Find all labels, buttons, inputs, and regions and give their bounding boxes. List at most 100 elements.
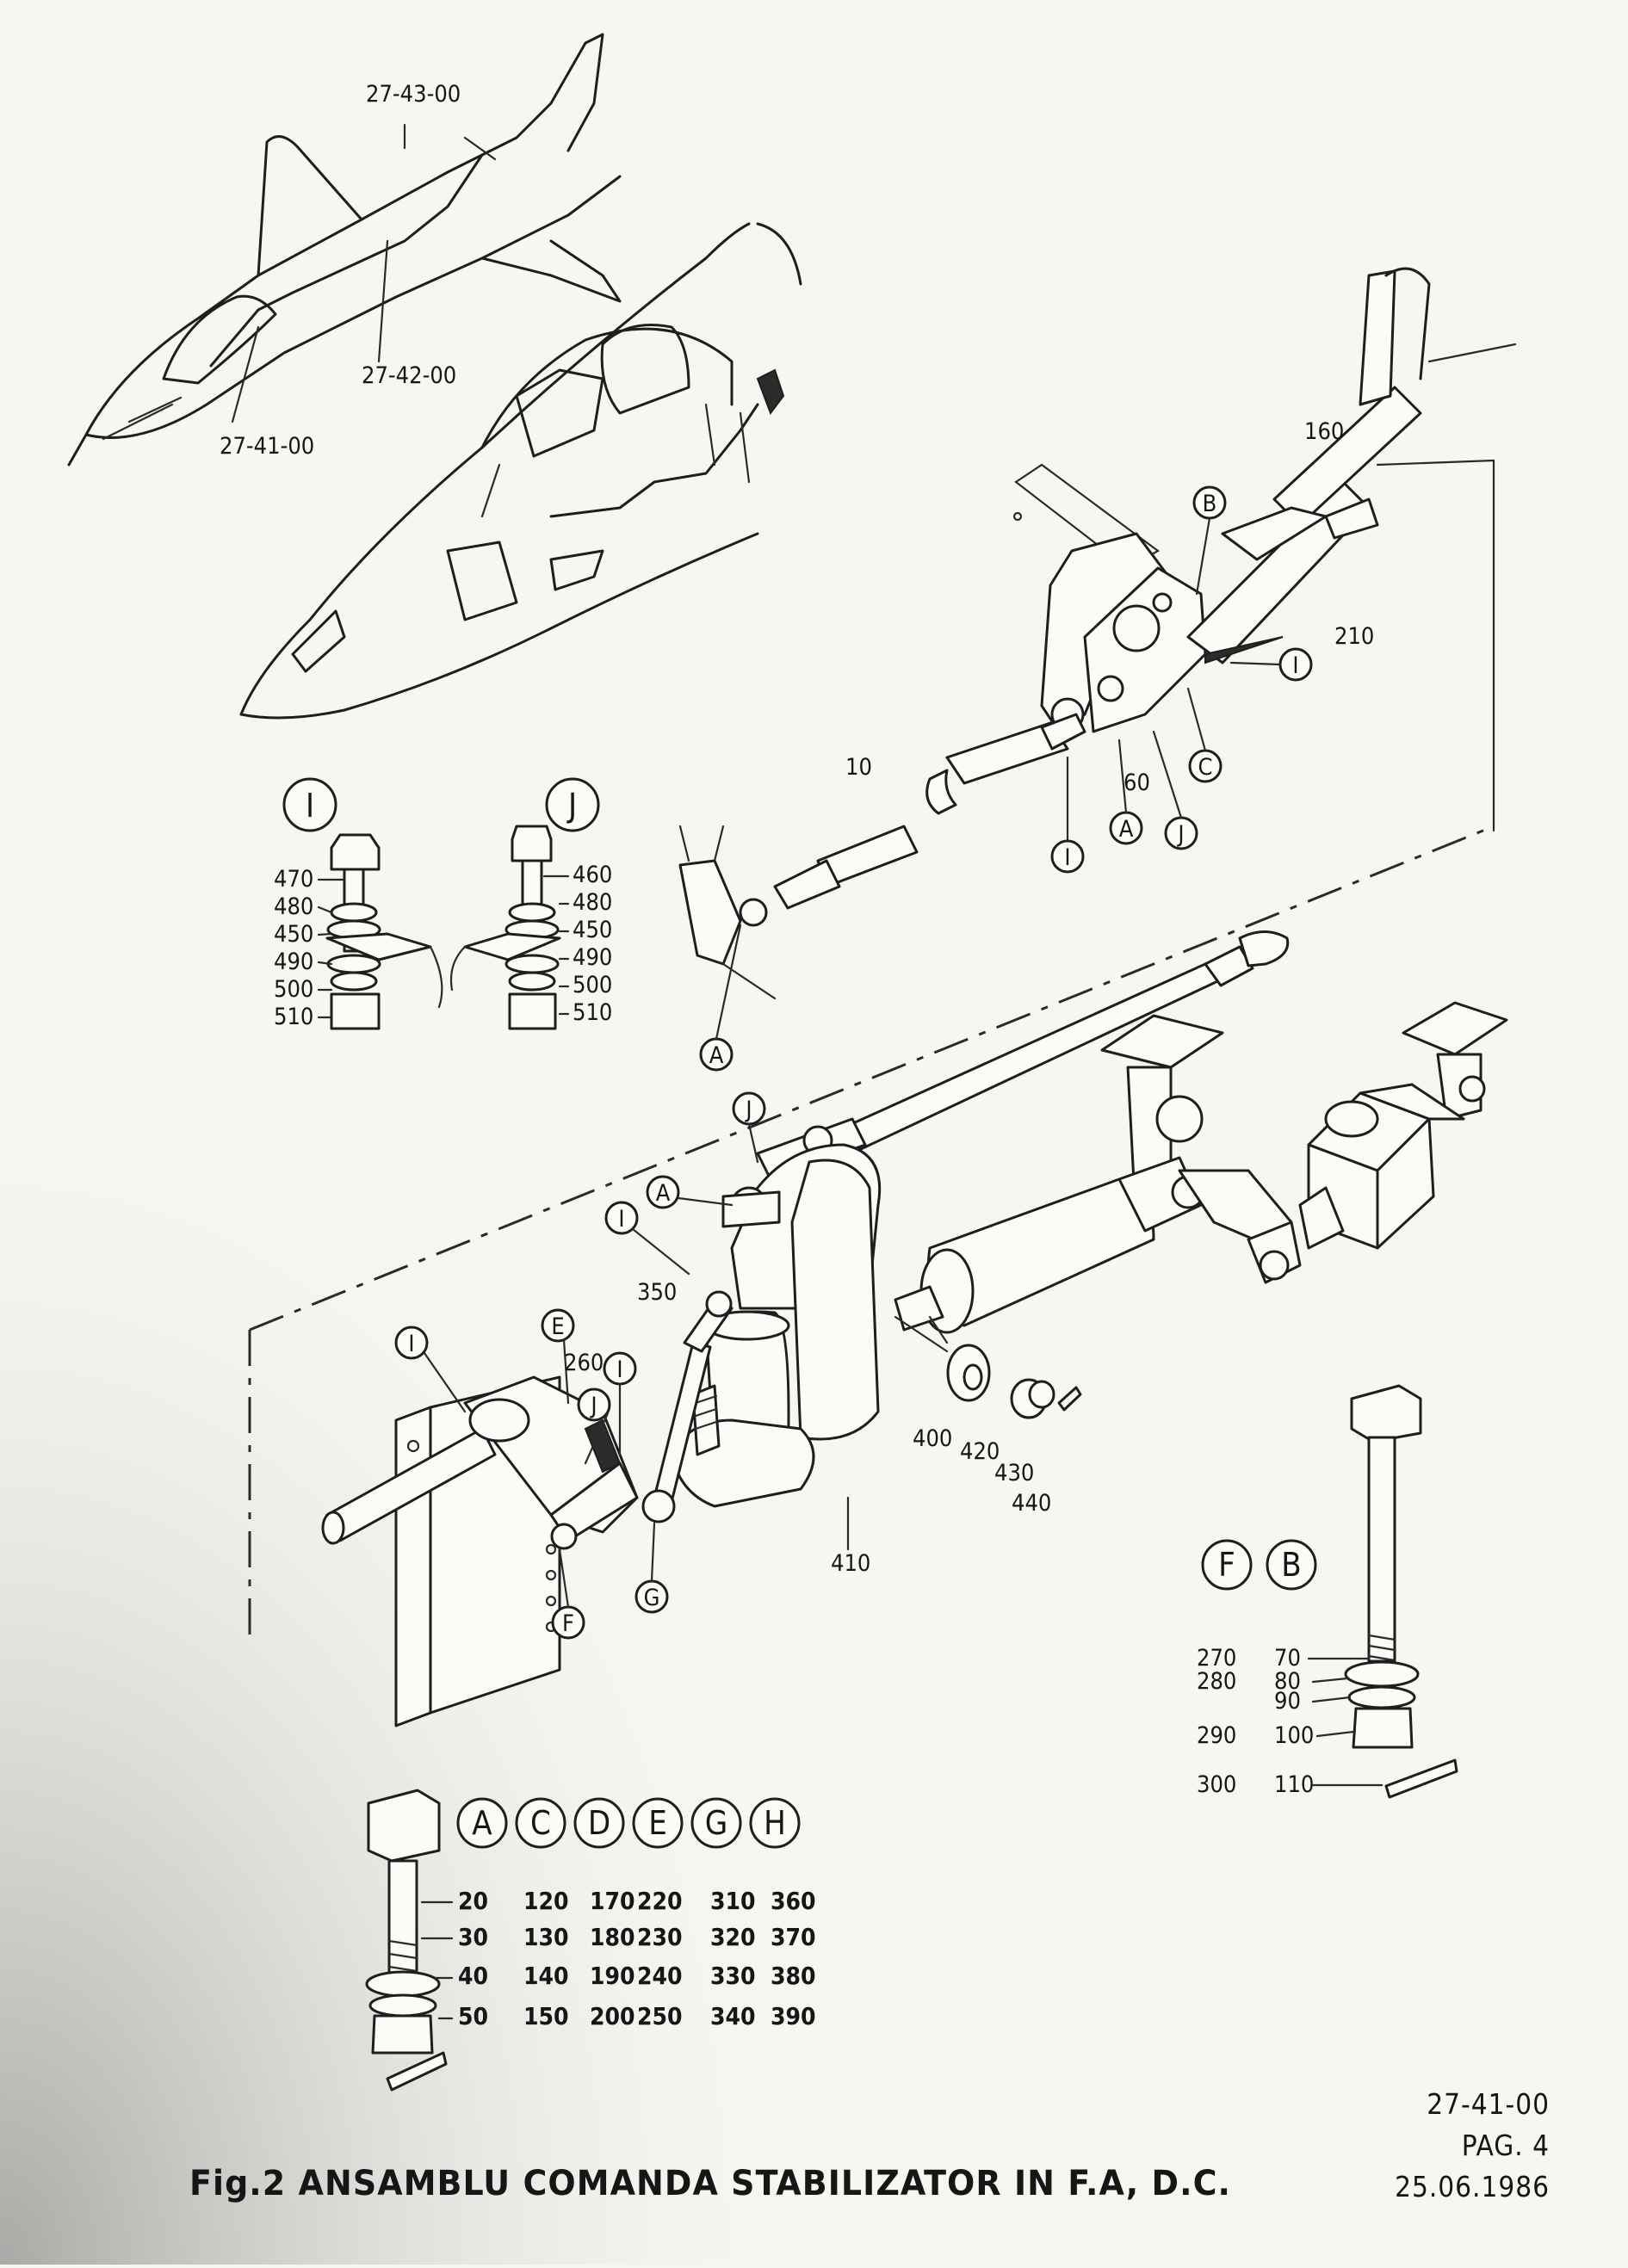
svg-text:50: 50: [458, 2002, 488, 2030]
callout-I-lower: I: [604, 1201, 639, 1235]
aircraft-overview-small: [67, 33, 622, 467]
table-row: 50 150 200 250 340 390: [458, 2002, 816, 2030]
svg-text:I: I: [616, 1356, 622, 1383]
svg-text:J: J: [1176, 821, 1184, 848]
svg-text:120: 120: [523, 1887, 569, 1915]
actuator-body-410: [670, 1143, 882, 1508]
svg-text:320: 320: [710, 1923, 756, 1951]
svg-text:30: 30: [458, 1923, 488, 1951]
detail-J-labels: 460 480 450 490 500 510: [542, 862, 612, 1026]
svg-text:J: J: [744, 1097, 752, 1123]
svg-text:450: 450: [573, 917, 612, 943]
part-10: 10: [845, 754, 872, 781]
svg-text:510: 510: [573, 999, 612, 1026]
svg-text:460: 460: [573, 862, 612, 888]
ref-27-42-00: 27-42-00: [362, 362, 456, 389]
svg-text:490: 490: [274, 949, 313, 975]
svg-text:I: I: [1292, 652, 1298, 679]
svg-text:100: 100: [1274, 1722, 1314, 1749]
detail-table-header: A C D E G H: [456, 1797, 801, 1849]
svg-text:I: I: [408, 1331, 414, 1357]
callout-A-lower: A: [646, 1175, 680, 1209]
ref-27-43-00: 27-43-00: [366, 81, 461, 108]
callout-A-upper: A: [1109, 811, 1143, 845]
detail-I-hardware: [325, 833, 443, 1030]
table-col-A: A: [456, 1797, 508, 1849]
detail-F-header: F: [1201, 1539, 1253, 1591]
servo-valve-unit: [1298, 1083, 1465, 1250]
callout-A-lower-stick: A: [699, 1037, 734, 1072]
svg-text:340: 340: [710, 2002, 756, 2030]
bracket-and-torque-tube: [321, 1375, 639, 1727]
svg-text:A: A: [656, 1180, 671, 1207]
control-rod-10: [678, 713, 1086, 1000]
svg-text:A: A: [472, 1804, 492, 1842]
svg-text:D: D: [588, 1804, 610, 1842]
svg-text:20: 20: [458, 1887, 488, 1915]
svg-text:330: 330: [710, 1962, 756, 1990]
svg-text:J: J: [589, 1393, 597, 1419]
table-col-C: C: [515, 1797, 566, 1849]
callout-I-stick: I: [1050, 839, 1085, 874]
svg-text:500: 500: [573, 972, 612, 998]
part-160: 160: [1304, 418, 1344, 445]
svg-text:480: 480: [573, 889, 612, 916]
detail-I-labels: 470 480 450 490 500 510: [274, 866, 344, 1030]
svg-text:180: 180: [590, 1923, 635, 1951]
svg-text:300: 300: [1197, 1771, 1236, 1798]
callout-G-lower: G: [634, 1579, 669, 1614]
callout-J-upper: J: [1164, 816, 1198, 850]
svg-text:250: 250: [637, 2002, 683, 2030]
callout-C: C: [1188, 749, 1223, 783]
svg-text:E: E: [551, 1313, 564, 1340]
svg-text:500: 500: [274, 976, 313, 1003]
svg-text:230: 230: [637, 1923, 683, 1951]
callout-I-bracket: I: [394, 1326, 429, 1360]
svg-text:150: 150: [523, 2002, 569, 2030]
svg-text:C: C: [530, 1804, 551, 1842]
footer-page: PAG. 4: [1462, 2129, 1550, 2162]
detail-B-labels: 70 80 90 100 110: [1274, 1645, 1383, 1798]
svg-text:I: I: [1064, 844, 1070, 871]
detail-I-header: I: [282, 777, 337, 832]
part-420: 420: [960, 1438, 1000, 1465]
aircraft-fuselage-large: [239, 222, 802, 720]
svg-text:190: 190: [590, 1962, 635, 1990]
detail-B-header: B: [1266, 1539, 1317, 1591]
svg-text:360: 360: [771, 1887, 816, 1915]
svg-text:240: 240: [637, 1962, 683, 1990]
part-440: 440: [1012, 1490, 1051, 1517]
spline-hardware-400-440: [894, 1315, 1082, 1419]
svg-text:G: G: [705, 1804, 728, 1842]
svg-text:J: J: [566, 787, 577, 825]
part-350: 350: [637, 1279, 677, 1306]
callout-J-lower: J: [732, 1091, 766, 1126]
table-row: 40 140 190 240 330 380: [458, 1962, 816, 1990]
part-400: 400: [913, 1425, 952, 1452]
callout-F-lower: F: [551, 1605, 585, 1640]
svg-text:450: 450: [274, 921, 313, 948]
svg-text:I: I: [618, 1206, 624, 1233]
detail-J-header: J: [545, 777, 600, 832]
svg-text:F: F: [562, 1610, 574, 1637]
part-410: 410: [831, 1550, 870, 1577]
callout-I-crank: I: [603, 1351, 637, 1386]
part-260: 260: [564, 1350, 604, 1376]
svg-text:470: 470: [274, 866, 313, 893]
table-col-E: E: [632, 1797, 684, 1849]
svg-text:90: 90: [1274, 1688, 1301, 1715]
svg-text:490: 490: [573, 944, 612, 971]
hydraulic-cylinder: [894, 1156, 1302, 1334]
figure-caption: Fig.2 ANSAMBLU COMANDA STABILIZATOR IN F…: [189, 2164, 1231, 2203]
svg-text:F: F: [1218, 1546, 1235, 1584]
table-col-H: H: [749, 1797, 801, 1849]
svg-text:270: 270: [1197, 1645, 1236, 1672]
svg-text:390: 390: [771, 2002, 816, 2030]
svg-text:E: E: [648, 1804, 667, 1842]
svg-text:200: 200: [590, 2002, 635, 2030]
svg-text:170: 170: [590, 1887, 635, 1915]
detail-table-bolt: [365, 1789, 448, 2092]
table-row: 20 120 170 220 310 360: [458, 1887, 816, 1915]
